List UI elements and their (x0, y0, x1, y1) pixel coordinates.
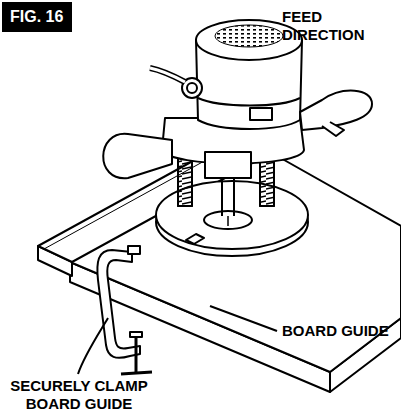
router (103, 20, 372, 256)
callout-label: BOARD GUIDE (282, 322, 389, 340)
leader-line (210, 306, 277, 331)
workpiece (70, 152, 401, 392)
figure-tag: FIG. 16 (2, 2, 72, 32)
figure-number: FIG. 16 (10, 8, 64, 26)
callout-label: FEED DIRECTION (282, 8, 377, 44)
leader-line (78, 318, 108, 374)
callout-label: SECURELY CLAMP BOARD GUIDE (4, 377, 154, 413)
c-clamp (97, 246, 152, 374)
